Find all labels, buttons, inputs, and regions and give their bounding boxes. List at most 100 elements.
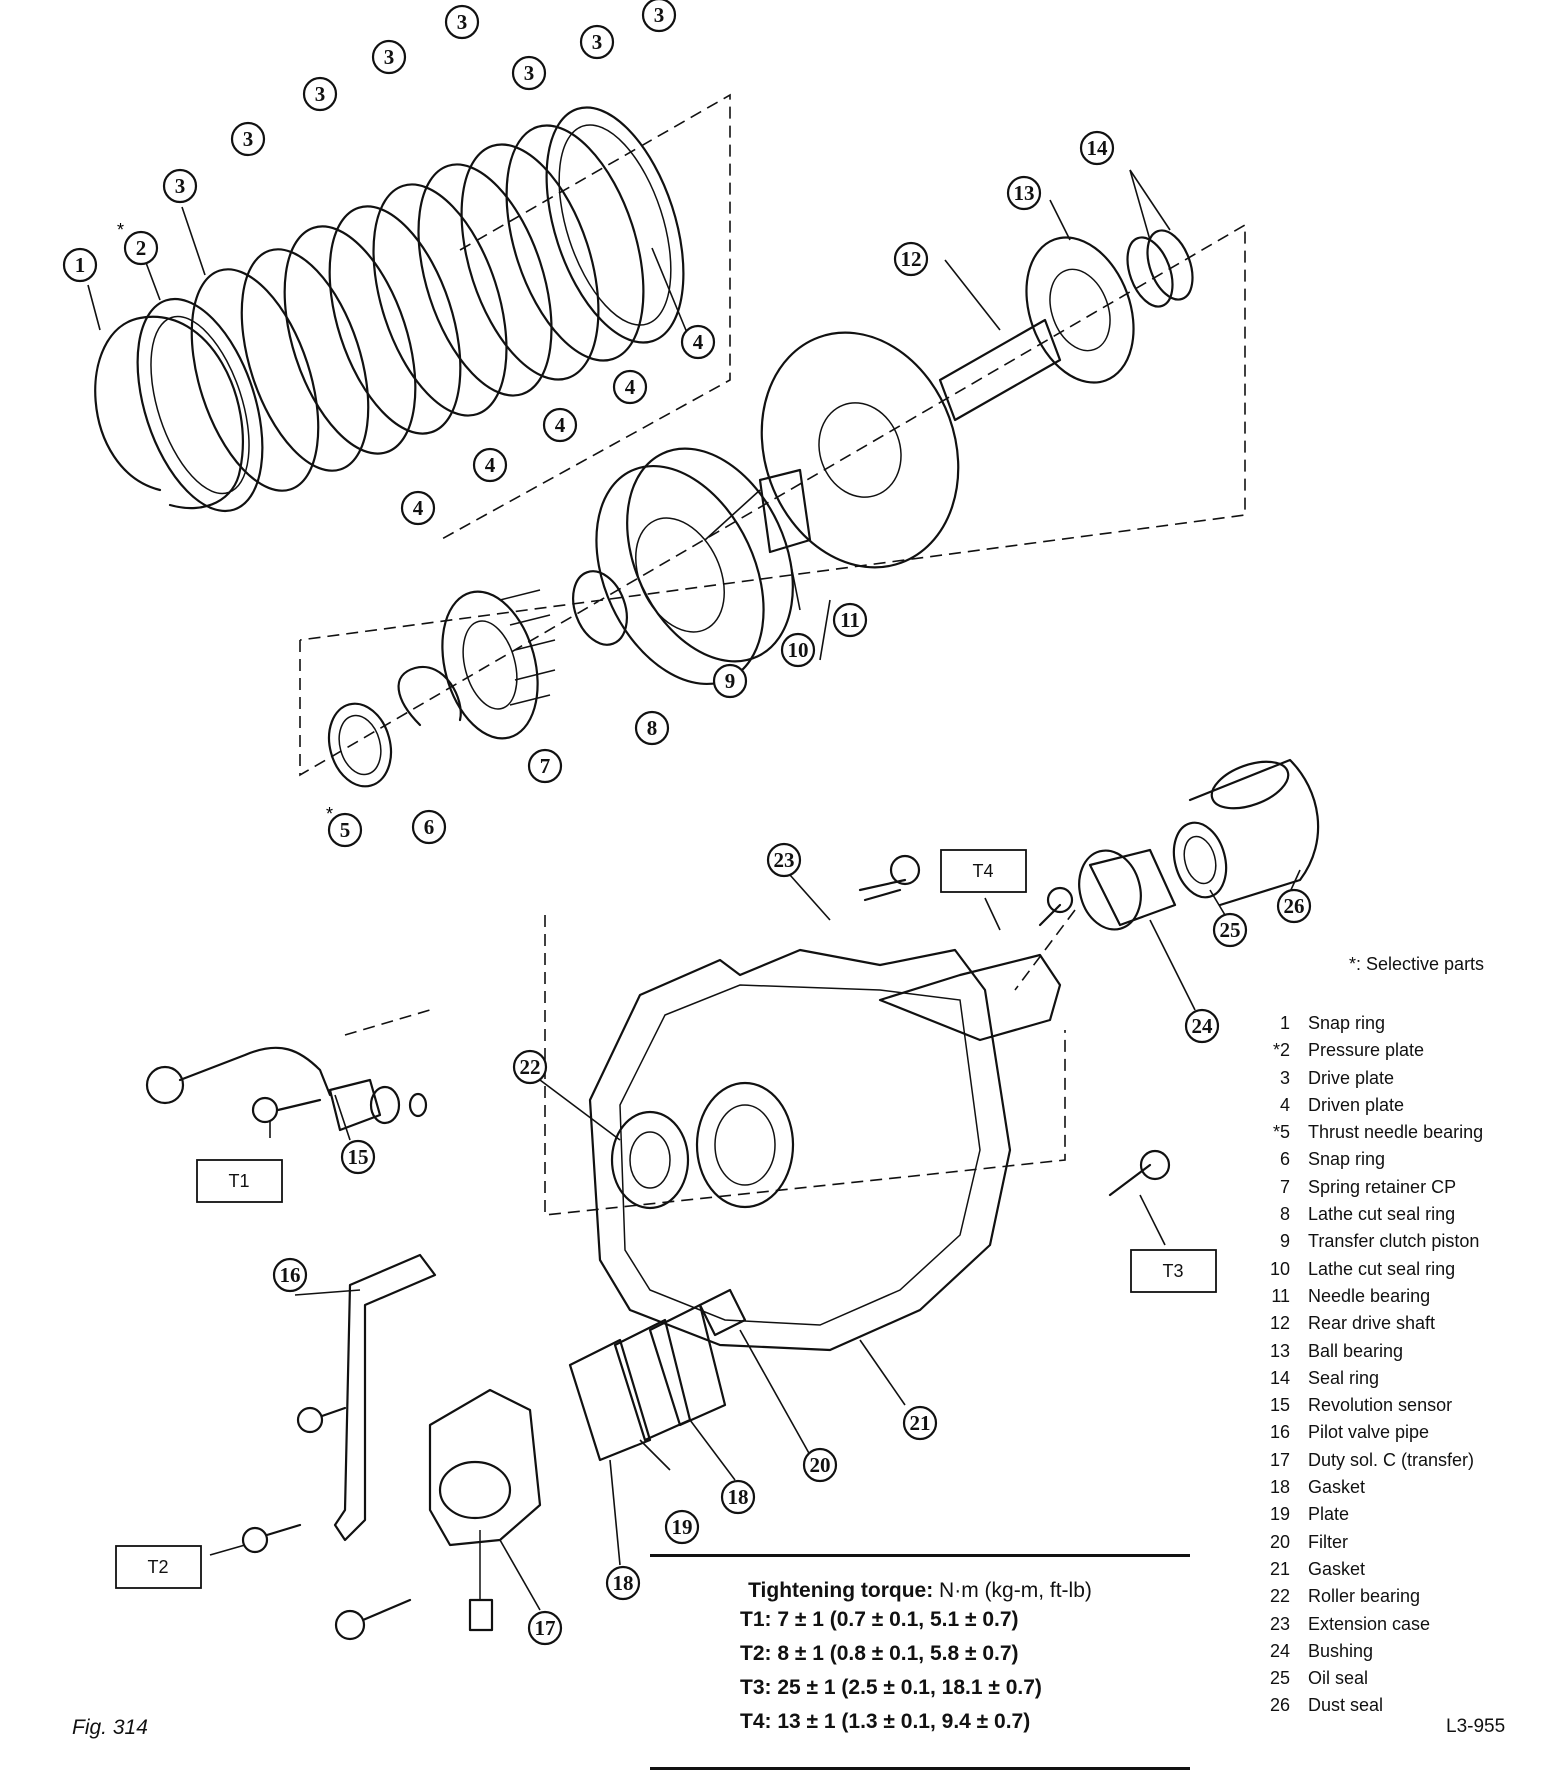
callout-3b: 3 (230, 121, 266, 157)
torque-label-t1-text: T1 (228, 1171, 249, 1191)
callout-4a-text: 4 (413, 496, 424, 520)
legend-number: 4 (1256, 1092, 1308, 1119)
legend-number-text: 6 (1279, 1149, 1290, 1170)
legend-number: 26 (1256, 1692, 1308, 1719)
legend-number-text: 22 (1269, 1586, 1290, 1607)
callout-11: 11 (832, 602, 868, 638)
legend-star: * (1272, 1040, 1280, 1061)
callout-25: 25 (1212, 912, 1248, 948)
duty-solenoid (428, 1388, 542, 1632)
callout-23-text: 23 (774, 848, 795, 872)
callout-13: 13 (1006, 175, 1042, 211)
callout-3c: 3 (302, 76, 338, 112)
legend-number: 15 (1256, 1392, 1308, 1419)
legend-number-text: 17 (1269, 1449, 1290, 1470)
legend-part-name: Spring retainer CP (1308, 1176, 1457, 1197)
legend-part-name: Gasket (1308, 1558, 1366, 1579)
callout-4c-text: 4 (555, 413, 566, 437)
legend-row: 6 Snap ring (1256, 1146, 1556, 1173)
callout-3g: 3 (579, 24, 615, 60)
star-mark-5: * (326, 804, 333, 824)
legend-number: 3 (1256, 1065, 1308, 1092)
legend-row: 21 Gasket (1256, 1556, 1556, 1583)
legend-number-text: 21 (1269, 1558, 1290, 1579)
callouts: 1 2 3 3 3 3 3 3 3 3 4 4 4 4 4 4 5 6 7 8 … (0, 0, 1312, 1646)
legend-number-text: 23 (1269, 1613, 1290, 1634)
legend-number: 6 (1256, 1146, 1308, 1173)
legend-number-text: 9 (1279, 1231, 1290, 1252)
callout-17-text: 17 (535, 1616, 556, 1640)
callout-3b-text: 3 (243, 127, 254, 151)
legend-number: 9 (1256, 1228, 1308, 1255)
callout-19: 19 (664, 1509, 700, 1545)
legend-number: 24 (1256, 1638, 1308, 1665)
callout-23: 23 (766, 842, 802, 878)
legend-part-name: Extension case (1308, 1613, 1431, 1634)
callout-6-text: 6 (424, 815, 435, 839)
callout-9: 9 (712, 663, 748, 699)
callout-4f: 4 (0, 0, 11, 5)
legend-number-text: 15 (1269, 1395, 1290, 1416)
legend-number-text: 3 (1279, 1067, 1290, 1088)
callout-18a: 18 (605, 1565, 641, 1601)
legend-number: 19 (1256, 1501, 1308, 1528)
callout-3f-text: 3 (524, 61, 535, 85)
callout-22-text: 22 (520, 1055, 541, 1079)
star-mark-2: * (117, 220, 124, 240)
callout-4d-text: 4 (625, 375, 636, 399)
legend-row: 25 Oil seal (1256, 1665, 1556, 1692)
extension-case (588, 948, 1062, 1352)
callout-7: 7 (527, 748, 563, 784)
callout-11-text: 11 (840, 608, 860, 632)
legend-part-name: Ball bearing (1308, 1340, 1404, 1361)
callout-14-text: 14 (1087, 136, 1109, 160)
legend-number: 1 (1256, 1010, 1308, 1037)
callout-4b-text: 4 (485, 453, 496, 477)
callout-4e-text: 4 (693, 330, 704, 354)
torque-label-t4: T4 (940, 849, 1027, 893)
callout-3e-text: 3 (457, 10, 468, 34)
leader-lines (87, 169, 1301, 1611)
legend-number: 12 (1256, 1310, 1308, 1337)
legend-part-name: Thrust needle bearing (1308, 1122, 1484, 1143)
legend-number-text: 16 (1269, 1422, 1290, 1443)
torque-label-t3-text: T3 (1162, 1261, 1183, 1281)
legend-number: 7 (1256, 1174, 1308, 1201)
legend-part-name: Oil seal (1308, 1668, 1369, 1689)
legend-number: 10 (1256, 1256, 1308, 1283)
legend-number-text: 25 (1269, 1668, 1290, 1689)
legend-number-text: 18 (1269, 1477, 1290, 1498)
callout-3g-text: 3 (592, 30, 603, 54)
legend-row: 9 Transfer clutch piston (1256, 1228, 1556, 1255)
callout-3e: 3 (444, 4, 480, 40)
torque-row-t4: T4: 13 ± 1 (1.3 ± 0.1, 9.4 ± 0.7) (740, 1710, 1031, 1733)
callout-3d-text: 3 (384, 45, 395, 69)
callout-4c: 4 (542, 407, 578, 443)
legend-part-name: Snap ring (1308, 1149, 1386, 1170)
legend-number: 20 (1256, 1529, 1308, 1556)
callout-4d: 4 (612, 369, 648, 405)
legend-number-text: 14 (1269, 1367, 1290, 1388)
legend-number-text: 2 (1279, 1040, 1290, 1061)
legend-number: *5 (1256, 1119, 1308, 1146)
callout-5: 5 (327, 812, 363, 848)
callout-6: 6 (411, 809, 447, 845)
legend-part-name: Bushing (1308, 1640, 1374, 1661)
legend-number: 21 (1256, 1556, 1308, 1583)
torque-label-t3: T3 (1130, 1249, 1217, 1293)
legend-part-name: Transfer clutch piston (1308, 1231, 1480, 1252)
legend-number: 16 (1256, 1419, 1308, 1446)
legend-number: 11 (1256, 1283, 1308, 1310)
torque-label-t1: T1 (196, 1159, 283, 1203)
legend-part-name: Duty sol. C (transfer) (1308, 1449, 1475, 1470)
